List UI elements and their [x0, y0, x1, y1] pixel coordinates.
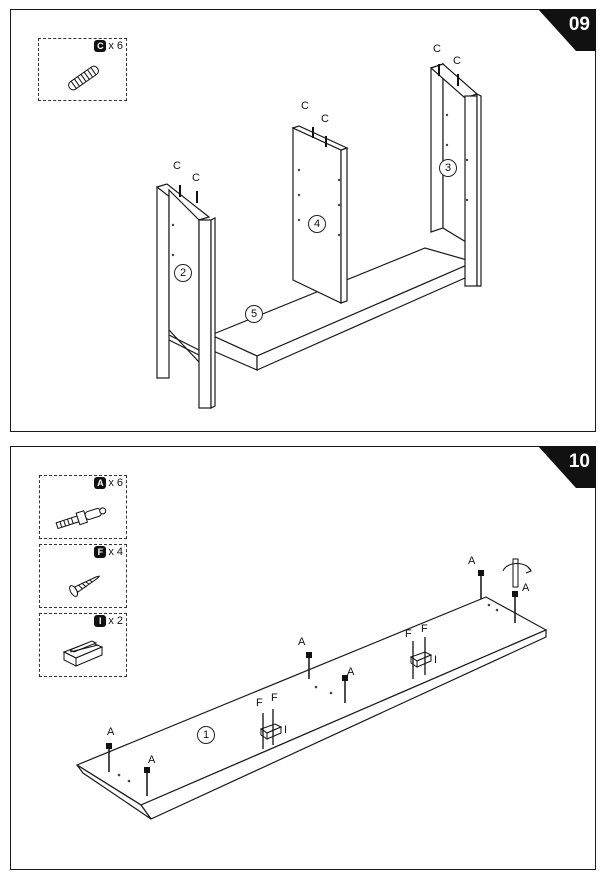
- step-09-panel: 09 C x 6: [10, 9, 596, 432]
- screw-label-f: F: [271, 692, 278, 704]
- part-number-2: 2: [174, 264, 192, 282]
- dowel-label-c: C: [192, 172, 200, 184]
- hardware-qty: C x 6: [94, 40, 123, 52]
- step-number: 10: [568, 451, 590, 472]
- hardware-box-a: A x 6: [39, 475, 127, 539]
- bolt-label-a: A: [148, 754, 156, 766]
- step-number-badge: 09: [538, 9, 596, 51]
- part-number-3: 3: [439, 159, 457, 177]
- dowel-label-c: C: [453, 55, 461, 67]
- magnetic-catch-icon: [62, 640, 104, 667]
- cam-bolt-icon: [55, 507, 107, 530]
- dowel-label-c: C: [173, 160, 181, 172]
- step-badge-shape: [538, 9, 596, 51]
- hardware-box-f: F x 4: [39, 544, 127, 608]
- dowel-label-c: C: [433, 43, 441, 55]
- part-number-5: 5: [245, 305, 263, 323]
- wooden-dowel-icon: [68, 65, 99, 91]
- hardware-letter: I: [94, 615, 107, 627]
- screw-label-f: F: [256, 697, 263, 709]
- step-number: 09: [568, 14, 590, 35]
- hardware-count: x 4: [108, 546, 123, 558]
- hardware-qty: F x 4: [94, 546, 123, 558]
- hardware-count: x 6: [108, 40, 123, 52]
- hardware-count: x 2: [108, 615, 123, 627]
- hardware-qty: A x 6: [94, 477, 123, 489]
- hardware-letter: F: [94, 546, 107, 558]
- part-number-1: 1: [197, 726, 215, 744]
- step-10-panel: 10 A x 6 F x 4: [10, 446, 596, 870]
- part-number-4: 4: [308, 215, 326, 233]
- catch-label-i: I: [284, 724, 288, 736]
- hardware-qty: I x 2: [94, 615, 123, 627]
- bolt-label-a: A: [298, 636, 306, 648]
- hardware-box-c: C x 6: [38, 38, 127, 101]
- bolt-label-a: A: [468, 555, 476, 567]
- dowel-label-c: C: [321, 113, 329, 125]
- bolt-label-a: A: [107, 726, 115, 738]
- base-board-diagram: [75, 558, 548, 820]
- hardware-box-i: I x 2: [39, 613, 127, 677]
- catch-label-i: I: [434, 654, 438, 666]
- hardware-letter: A: [94, 477, 107, 489]
- step-number-badge: 10: [538, 446, 596, 488]
- bolt-label-a: A: [522, 582, 530, 594]
- shelf-assembly-diagram: [155, 62, 482, 409]
- step-badge-shape: [538, 446, 596, 488]
- bolt-label-a: A: [347, 666, 355, 678]
- screw-label-f: F: [421, 623, 428, 635]
- hardware-letter: C: [94, 40, 107, 52]
- wood-screw-icon: [69, 575, 100, 597]
- screw-label-f: F: [405, 628, 412, 640]
- hardware-count: x 6: [108, 477, 123, 489]
- dowel-label-c: C: [301, 100, 309, 112]
